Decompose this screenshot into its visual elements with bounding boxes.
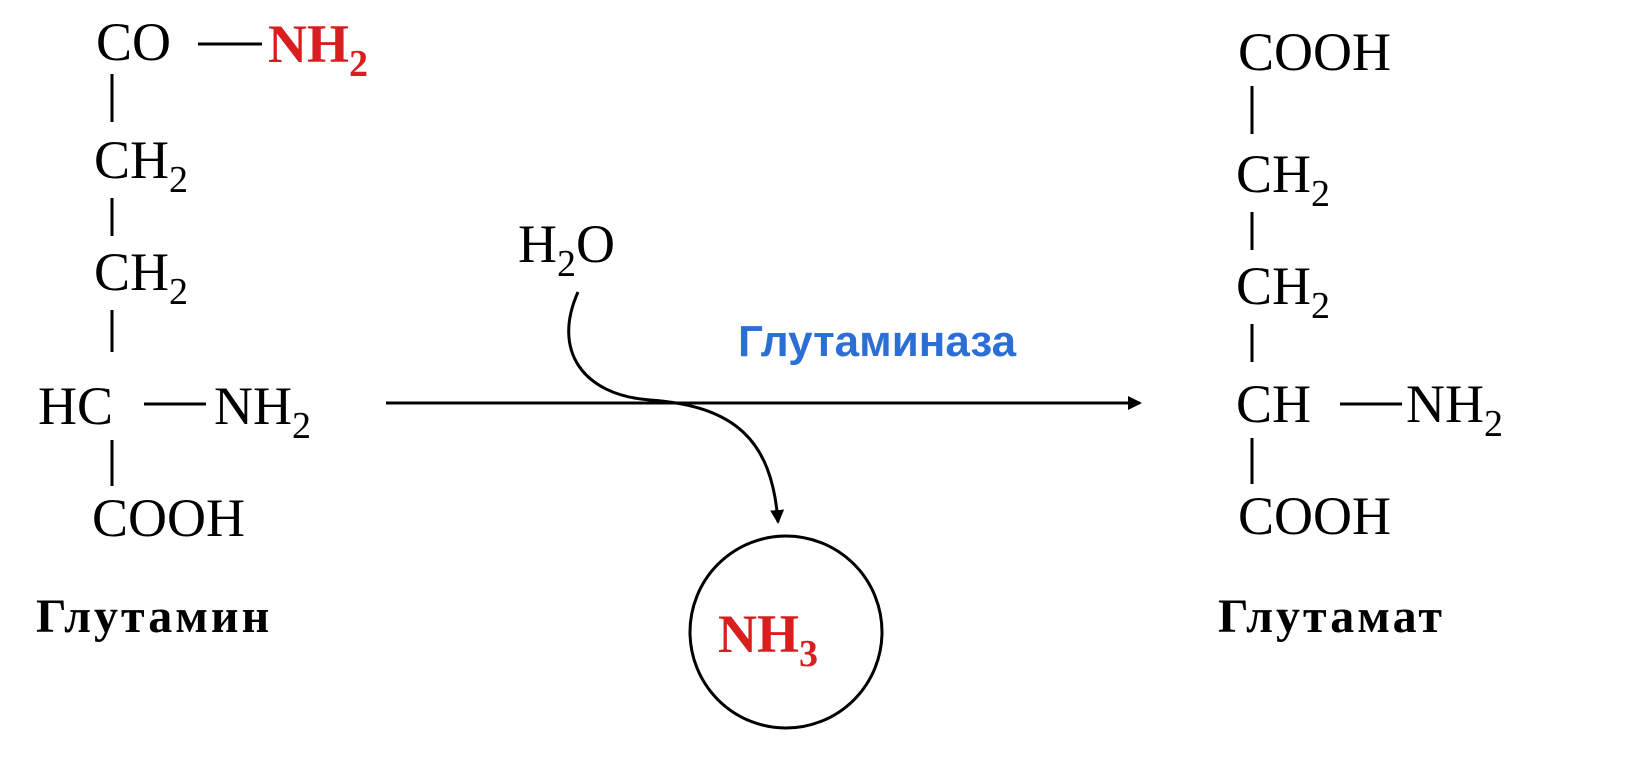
glutamine-amide-group: NH2 xyxy=(268,14,368,85)
glutamine-ch2-1: CH2 xyxy=(94,130,188,201)
water-ammonia-arrow xyxy=(567,291,785,524)
glutamate-ch2-2: CH2 xyxy=(1236,256,1330,327)
ammonia-circle xyxy=(688,534,884,730)
glutamate-structure: COOH CH2 CH2 CH NH2 COOH Глутамат xyxy=(1218,22,1503,643)
glutamine-alpha-carbon: HC xyxy=(38,376,113,436)
glutamate-ch2-1: CH2 xyxy=(1236,144,1330,215)
glutamine-label: Глутамин xyxy=(36,590,272,643)
glutamine-structure: CO NH2 CH2 CH2 HC NH2 COOH Глутамин xyxy=(36,12,368,643)
glutamate-alpha-carbon: CH xyxy=(1236,374,1311,434)
glutamate-top-carboxyl: COOH xyxy=(1238,22,1391,82)
glutamate-label: Глутамат xyxy=(1218,590,1445,643)
glutamine-amino-group: NH2 xyxy=(214,376,311,447)
glutamine-carboxyl-group: COOH xyxy=(92,488,245,548)
glutamine-co-group: CO xyxy=(96,12,171,72)
ammonia-product: NH3 xyxy=(718,604,818,675)
glutamate-carboxyl-group: COOH xyxy=(1238,486,1391,546)
water-molecule: H2O xyxy=(518,214,615,285)
reaction-arrows: H2O Глутаминаза NH3 xyxy=(386,214,1142,730)
enzyme-label: Глутаминаза xyxy=(738,317,1017,366)
glutamate-amino-group: NH2 xyxy=(1406,374,1503,445)
glutamine-ch2-2: CH2 xyxy=(94,242,188,313)
